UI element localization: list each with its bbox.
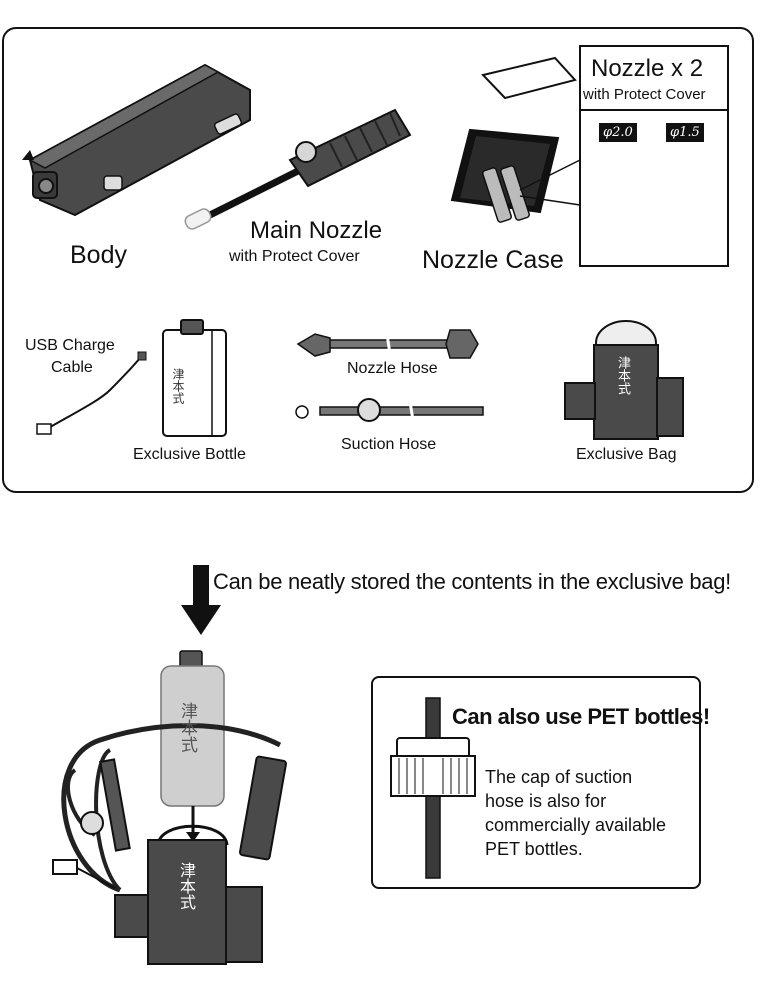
callout-heading: Can also use PET bottles! (452, 704, 710, 729)
storage-bottle-glyphs: 津本式 (178, 702, 197, 753)
nozzle-box-title: Nozzle x 2 (591, 55, 704, 82)
callout-text-line-2: hose is also for (485, 791, 607, 811)
main-nozzle-label: Main Nozzle (250, 217, 383, 244)
nozzle-hose-label: Nozzle Hose (347, 360, 438, 377)
bottle-brand-glyphs: 津本式 (171, 368, 185, 404)
nozzle-size-tag-1-5: φ1.5 (666, 123, 704, 142)
contents-panel (2, 27, 754, 493)
storage-caption: Can be neatly stored the contents in the… (213, 569, 731, 594)
callout-text-line-4: PET bottles. (485, 839, 583, 859)
callout-text-line-1: The cap of suction (485, 767, 633, 787)
exclusive-bottle-label: Exclusive Bottle (133, 446, 246, 463)
usb-cable-label-line1: USB Charge (25, 337, 115, 354)
nozzle-case-label: Nozzle Case (422, 246, 564, 274)
bag-brand-glyphs: 津本式 (616, 356, 631, 395)
nozzle-size-tag-2-0: φ2.0 (599, 123, 637, 142)
nozzle-box-subtitle: with Protect Cover (583, 86, 706, 103)
down-arrow-icon (181, 565, 221, 635)
exclusive-bag-label: Exclusive Bag (576, 446, 677, 463)
nozzle-box-divider (581, 109, 727, 111)
main-nozzle-sublabel: with Protect Cover (229, 248, 360, 265)
callout-text-line-3: commercially available (485, 815, 667, 835)
usb-cable-label-line2: Cable (51, 359, 93, 376)
nozzle-detail-box: Nozzle x 2 with Protect Cover φ2.0 φ1.5 (579, 45, 729, 267)
pet-bottle-callout: Can also use PET bottles! The cap of suc… (371, 676, 710, 889)
storage-bag-glyphs: 津本式 (177, 862, 194, 910)
pet-cap-icon (390, 697, 476, 879)
suction-hose-label: Suction Hose (341, 436, 437, 453)
body-label: Body (70, 241, 127, 269)
